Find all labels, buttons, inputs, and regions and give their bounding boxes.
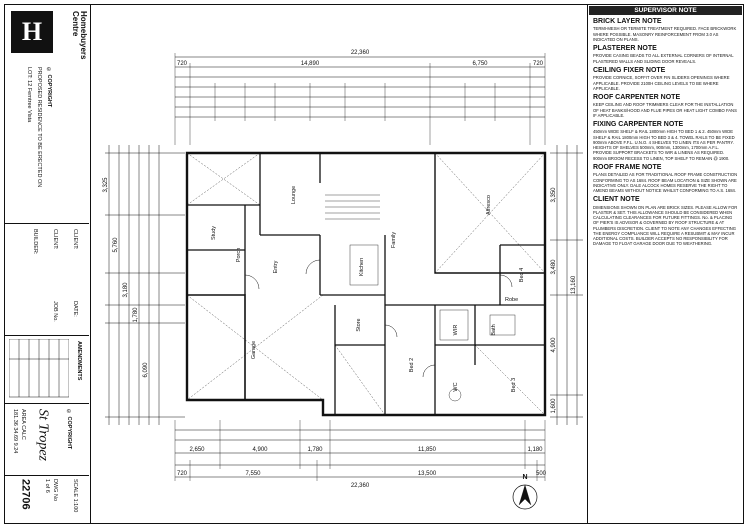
dim-bottom-3: 1,780 bbox=[307, 447, 323, 453]
north-arrow-icon bbox=[518, 484, 532, 506]
note-body-1: PROVIDE CASING BEADS TO ALL EXTERNAL COR… bbox=[593, 53, 734, 64]
brand-logo: H bbox=[11, 11, 53, 53]
note-title-3: ROOF CARPENTER NOTE bbox=[593, 94, 681, 102]
drawing-sheet: H Homebuyers Centre © COPYRIGHT PROPOSED… bbox=[4, 4, 744, 524]
supervisor-notes-header: SUPERVISOR NOTE bbox=[589, 6, 742, 15]
dim-right-5: 1,600 bbox=[551, 398, 557, 414]
room-robe: Robe bbox=[505, 297, 518, 303]
note-body-3: KEEP CEILING AND ROOF TRIMMERS CLEAR FOR… bbox=[593, 102, 737, 118]
job-label: JOB No. bbox=[51, 301, 58, 322]
dim-bottom-1: 2,650 bbox=[189, 447, 205, 453]
dim-overall-top: 22,360 bbox=[351, 50, 370, 56]
room-bath: Bath bbox=[491, 324, 497, 335]
room-entry: Entry bbox=[273, 260, 279, 273]
dim-top-left: 720 bbox=[177, 61, 188, 67]
dim-top-right: 720 bbox=[533, 61, 544, 67]
outer-wall bbox=[185, 151, 547, 417]
amendments-label: AMENDMENTS bbox=[75, 341, 82, 381]
room-study: Study bbox=[211, 226, 217, 240]
room-wir: WIR bbox=[453, 325, 459, 336]
supervisor-notes-panel: SUPERVISOR NOTE BRICK LAYER NOTE TERMI-M… bbox=[587, 5, 743, 523]
note-body-2: PROVIDE CORNICE, SOFFIT OVER FIN SLIDERS… bbox=[593, 75, 730, 91]
room-store: Store bbox=[356, 318, 362, 331]
dim-right-1: 3,350 bbox=[551, 187, 557, 203]
proposed-line-1: PROPOSED RESIDENCE TO BE ERECTED ON bbox=[35, 67, 42, 188]
dim-bottom-r2-4: 500 bbox=[536, 471, 547, 477]
room-wc: WC bbox=[453, 382, 459, 391]
dim-left-4: 1,780 bbox=[133, 307, 139, 323]
room-bed3: Bed 3 bbox=[511, 378, 517, 392]
area-label: AREA CALC bbox=[19, 409, 26, 440]
room-bed4: Bed 4 bbox=[519, 268, 525, 282]
dim-top-mid2: 6,750 bbox=[472, 61, 488, 67]
room-bed2: Bed 2 bbox=[409, 358, 415, 372]
compass-label: N bbox=[522, 474, 527, 481]
dim-top-mid1: 14,890 bbox=[301, 61, 320, 67]
area-values: 181.36 34.69 9.24 bbox=[11, 409, 18, 454]
amendments-grid bbox=[9, 339, 69, 398]
note-body-0: TERMI-MESH OR TERMITE TREATMENT REQUIRED… bbox=[593, 26, 737, 42]
dwg-label: DWG No bbox=[51, 479, 58, 501]
room-garage: Garage bbox=[251, 341, 257, 359]
room-lounge: Lounge bbox=[291, 186, 297, 204]
dim-right-3: 13,160 bbox=[571, 275, 577, 294]
date-label: DATE: bbox=[71, 301, 78, 317]
room-alfresco: Alfresco bbox=[486, 195, 492, 215]
dim-bottom-r2-1: 720 bbox=[177, 471, 188, 477]
dim-bottom-4: 11,850 bbox=[418, 447, 437, 453]
dim-left-5: 6,090 bbox=[143, 362, 149, 378]
dim-overall-bottom: 22,360 bbox=[351, 483, 370, 489]
client-label: CLIENT: bbox=[71, 229, 78, 250]
dim-left-2: 5,760 bbox=[113, 237, 119, 253]
dwg-value: 1 of 6 bbox=[43, 479, 50, 493]
client2-label: CLIENT: bbox=[51, 229, 58, 250]
dim-bottom-5: 1,180 bbox=[527, 447, 543, 453]
note-title-4: FIXING CARPENTER NOTE bbox=[593, 121, 684, 129]
proposed-line-2: LOT: 12 Ferntree Vista bbox=[25, 67, 32, 123]
drawing-number: 22706 bbox=[19, 479, 32, 510]
copyright-text: © COPYRIGHT bbox=[45, 67, 52, 108]
dim-left-1: 3,325 bbox=[103, 177, 109, 193]
note-title-2: CEILING FIXER NOTE bbox=[593, 66, 666, 74]
mid-copyright: © COPYRIGHT bbox=[65, 409, 72, 450]
floor-plan: 22,360 720 14,890 6,750 720 2,650 4,900 … bbox=[95, 5, 585, 523]
dim-bottom-2: 4,900 bbox=[252, 447, 268, 453]
dim-right-4: 4,900 bbox=[551, 337, 557, 353]
brand-name: Homebuyers Centre bbox=[71, 11, 88, 60]
note-body-6: DIMENSIONS SHOWN ON PLAN ARE BRICK SIZES… bbox=[593, 204, 738, 247]
note-body-5: PLANS DETAILED AS FOR TRADITIONAL ROOF F… bbox=[593, 172, 738, 194]
room-porch: Porch bbox=[236, 248, 242, 262]
room-family: Family bbox=[391, 232, 397, 248]
series-name: St Tropez bbox=[35, 409, 51, 461]
dim-bottom-r2-2: 7,550 bbox=[245, 471, 261, 477]
note-title-5: ROOF FRAME NOTE bbox=[593, 163, 662, 171]
title-block: H Homebuyers Centre © COPYRIGHT PROPOSED… bbox=[5, 5, 91, 523]
note-title-0: BRICK LAYER NOTE bbox=[593, 18, 662, 25]
dim-right-2: 3,480 bbox=[551, 259, 557, 275]
dim-bottom-r2-3: 13,500 bbox=[418, 471, 437, 477]
builder-label: BUILDER: bbox=[31, 229, 38, 255]
note-title-6: CLIENT NOTE bbox=[593, 196, 640, 204]
scale-label: SCALE 1:100 bbox=[71, 479, 78, 513]
note-body-4: 450mm WIDE SHELF & RAIL 1800mm HIGH TO B… bbox=[593, 129, 735, 161]
note-title-1: PLASTERER NOTE bbox=[593, 45, 657, 53]
floor-plan-drawing: 22,360 720 14,890 6,750 720 2,650 4,900 … bbox=[103, 50, 583, 510]
dim-left-3: 3,180 bbox=[123, 282, 129, 298]
room-kitchen: Kitchen bbox=[359, 258, 365, 276]
